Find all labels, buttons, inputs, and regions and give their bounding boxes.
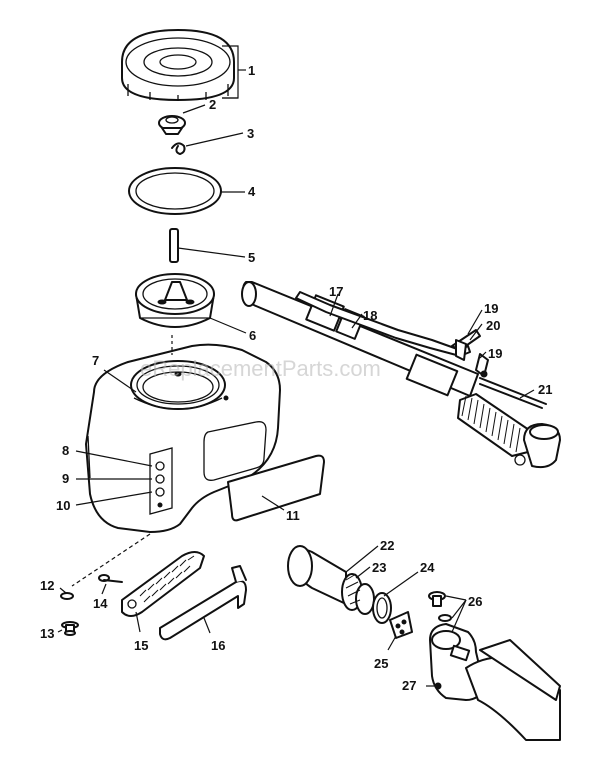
- part-clip: [171, 142, 186, 155]
- callout-18: 18: [363, 308, 377, 323]
- part-tank-cap: [121, 29, 235, 101]
- callout-23: 23: [372, 560, 386, 575]
- part-strainer-basket: [135, 273, 215, 328]
- callout-13: 13: [40, 626, 54, 641]
- part-screw: [98, 574, 123, 583]
- assembly-lines: [71, 335, 173, 587]
- callout-12: 12: [40, 578, 54, 593]
- callout-5: 5: [248, 250, 255, 265]
- callout-2: 2: [209, 97, 216, 112]
- part-pin: [169, 228, 179, 263]
- callout-10: 10: [56, 498, 70, 513]
- callout-19b: 19: [488, 346, 502, 361]
- callout-7: 7: [92, 353, 99, 368]
- callout-15: 15: [134, 638, 148, 653]
- callout-16: 16: [211, 638, 225, 653]
- part-tank-decal: [227, 454, 325, 522]
- callout-6: 6: [249, 328, 256, 343]
- callout-24: 24: [420, 560, 435, 575]
- callout-27: 27: [402, 678, 416, 693]
- callout-1: 1: [248, 63, 255, 78]
- callout-19a: 19: [484, 301, 498, 316]
- part-vent-valve: [158, 115, 186, 135]
- leader-lines: [57, 45, 535, 687]
- part-hose-assembly: [241, 281, 561, 469]
- callout-11: 11: [286, 508, 300, 523]
- callout-20: 20: [486, 318, 500, 333]
- part-gasket: [128, 167, 222, 215]
- part-drain-valve: [61, 621, 79, 636]
- callout-14: 14: [93, 596, 108, 611]
- callout-21: 21: [538, 382, 552, 397]
- callout-3: 3: [247, 126, 254, 141]
- callout-9: 9: [62, 471, 69, 486]
- part-nozzle-assembly: [287, 545, 561, 741]
- callout-26: 26: [468, 594, 482, 609]
- callout-22: 22: [380, 538, 394, 553]
- part-o-ring: [60, 592, 74, 600]
- part-strap-bracket: [159, 565, 247, 641]
- callout-17: 17: [329, 284, 343, 299]
- callout-8: 8: [62, 443, 69, 458]
- callout-25: 25: [374, 656, 388, 671]
- part-strap-buckle: [121, 551, 205, 617]
- callout-4: 4: [248, 184, 256, 199]
- watermark-text: eReplacementParts.com: [140, 356, 381, 381]
- callout-labels: 1 2 3 4 5 6 7 8 9 10 11 12 13 14 15 16 1…: [40, 63, 552, 693]
